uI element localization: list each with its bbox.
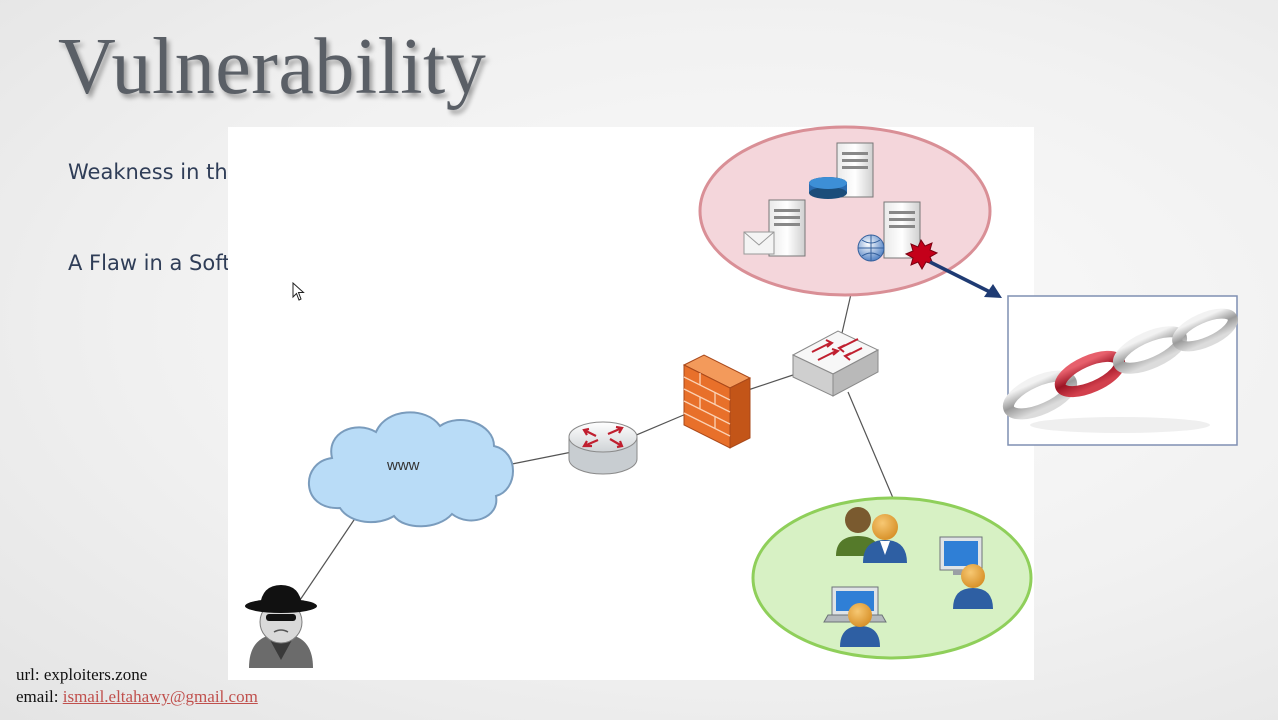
footer-url: url: exploiters.zone [16, 665, 147, 685]
email-link[interactable]: ismail.eltahawy@gmail.com [62, 687, 258, 706]
url-label: url: [16, 665, 40, 684]
cloud-label: www [387, 457, 420, 474]
router-icon [568, 421, 638, 475]
hacker-icon [245, 585, 317, 668]
footer-email: email: ismail.eltahawy@gmail.com [16, 687, 258, 707]
mouse-cursor-icon [292, 282, 305, 301]
exploit-arrow [929, 260, 1002, 298]
user-group-icon [836, 507, 907, 563]
desktop-user-icon [939, 536, 993, 609]
url-value: exploiters.zone [43, 665, 148, 684]
firewall-icon [682, 354, 752, 449]
internet-cloud [307, 411, 514, 528]
exploit-burst-icon [904, 238, 939, 271]
mail-server-icon [743, 199, 806, 257]
database-server-icon [809, 142, 874, 199]
laptop-user-icon [823, 586, 887, 647]
web-server-icon [857, 201, 921, 262]
email-label: email: [16, 687, 59, 706]
broken-chain-image [1002, 295, 1238, 446]
slide-title: Vulnerability [58, 23, 487, 111]
connection-lines [299, 293, 894, 601]
switch-icon [791, 330, 880, 397]
